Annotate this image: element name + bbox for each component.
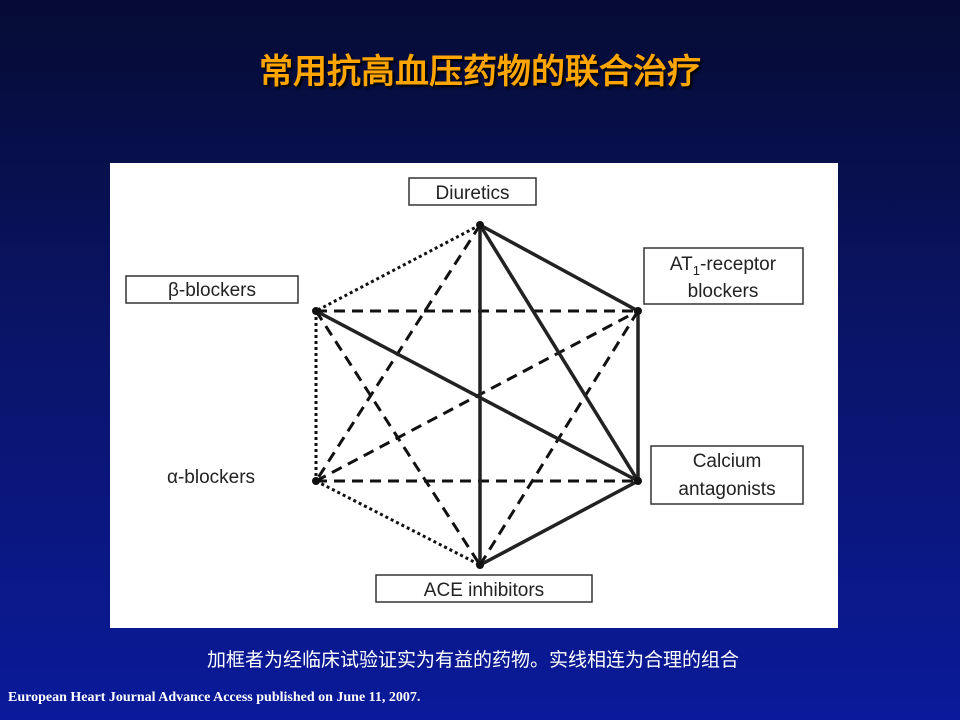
edge-beta-calcium <box>315 309 639 483</box>
ace-inhibitors-box <box>375 574 593 603</box>
calcium-label-line2: antagonists <box>678 479 775 500</box>
at1-suffix: -receptor <box>700 254 777 275</box>
calcium-label-line1: Calcium <box>693 451 762 472</box>
vertex-at1 <box>634 307 642 315</box>
ace-inhibitors-label: ACE inhibitors <box>424 580 544 601</box>
slide-caption: 加框者为经临床试验证实为有益的药物。实线相连为合理的组合 <box>206 649 739 671</box>
beta-blockers-box <box>125 275 299 304</box>
alpha-blockers-label: α-blockers <box>167 467 255 488</box>
vertex-alpha <box>312 477 320 485</box>
diuretics-box <box>408 177 537 206</box>
combination-diagram: Diuretics β-blockers AT1-receptor blocke… <box>110 163 838 628</box>
at1-receptor-blockers-box <box>643 247 804 305</box>
edge-alpha-ace <box>315 479 481 567</box>
edge-diuretics-beta <box>315 223 481 313</box>
edge-calcium-ace <box>479 479 639 567</box>
citation-source: European Heart Journal Advance Access pu… <box>8 690 421 705</box>
calcium-antagonists-box <box>650 445 804 505</box>
at1-prefix: AT <box>670 254 693 275</box>
vertex-beta <box>312 307 320 315</box>
at1-subscript: 1 <box>693 263 700 278</box>
slide-title: 常用抗高血压药物的联合治疗 <box>259 52 701 92</box>
vertex-ace <box>476 561 484 569</box>
at1-receptor-label-line2: blockers <box>688 281 759 302</box>
edge-diuretics-at1 <box>479 223 639 313</box>
vertex-diuretics <box>476 221 484 229</box>
diuretics-label: Diuretics <box>436 183 510 204</box>
edge-diuretics-calcium <box>478 224 640 482</box>
vertex-calcium <box>634 477 642 485</box>
beta-blockers-label: β-blockers <box>168 280 256 301</box>
at1-receptor-label-line1: AT1-receptor <box>670 254 777 278</box>
hexagon-diagram: Diuretics β-blockers AT1-receptor blocke… <box>125 177 804 603</box>
